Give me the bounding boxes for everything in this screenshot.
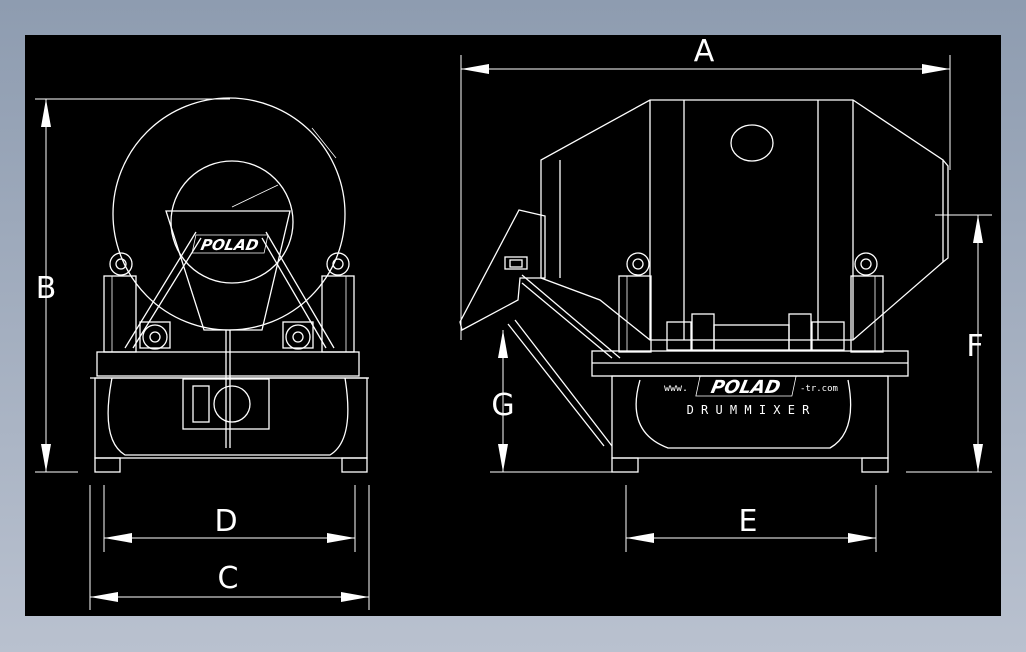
dimension-label-d: D <box>214 504 237 539</box>
front-hopper <box>165 210 291 331</box>
dimension-label-a: A <box>694 35 715 69</box>
drawing-canvas: POLAD <box>25 35 1001 616</box>
dimension-label-e: E <box>739 504 758 539</box>
dimension-lines: A B D C E F <box>35 35 992 610</box>
front-logo: POLAD <box>199 236 260 254</box>
side-logo-prefix: www. <box>664 383 688 394</box>
front-drum-opening <box>170 160 294 284</box>
product-name-label: D R U M M I X E R <box>687 403 811 417</box>
dimension-label-g: G <box>491 388 514 423</box>
side-roller-right <box>850 252 884 353</box>
side-chute <box>459 209 546 331</box>
front-drum <box>112 97 346 331</box>
dimension-label-b: B <box>36 271 57 306</box>
dimension-label-f: F <box>966 329 983 364</box>
side-roller-left <box>618 252 652 353</box>
dimension-label-c: C <box>218 561 239 596</box>
front-top-frame <box>96 351 360 377</box>
front-roller-left <box>103 252 171 353</box>
front-view: POLAD <box>90 97 369 473</box>
side-logo: POLAD <box>709 377 782 398</box>
side-logo-suffix: -tr.com <box>800 384 838 394</box>
front-roller-right <box>282 252 355 353</box>
front-base <box>94 377 368 459</box>
technical-drawing: POLAD <box>35 35 992 610</box>
side-drum-hatch <box>730 124 774 162</box>
side-view: POLAD www. -tr.com D R U M M I X E R <box>459 99 949 473</box>
